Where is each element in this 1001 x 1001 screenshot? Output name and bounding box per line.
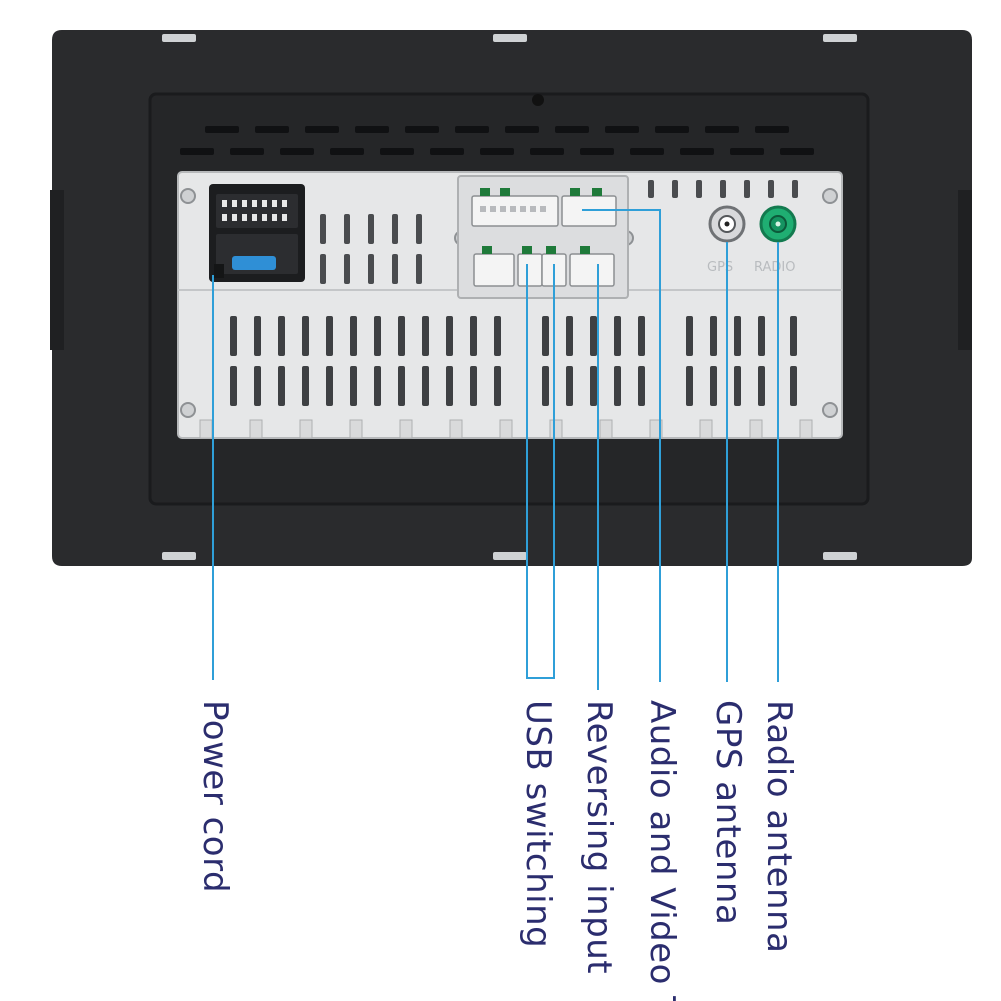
connector-block [457,175,629,299]
callout-label-audio-video: Audio and Video T [642,700,682,1001]
frame-clip [493,552,527,560]
callout-line-usb-switching [526,264,555,679]
gps-port-text: GPS [707,260,733,275]
callout-line-audio-video [582,209,661,682]
fuse [232,256,276,270]
callout-lines [212,209,779,690]
upper-vent-slots [320,180,798,284]
frame-clip [493,34,527,42]
frame-clip [823,552,857,560]
lower-vent-slots [230,316,797,406]
frame-side-tab [958,190,972,350]
top-vent-slots [180,126,814,155]
radio-port-text: RADIO [754,260,795,275]
chassis-bottom-tabs [199,419,813,439]
radio-antenna-jack [759,205,797,243]
usb-connector-2 [517,253,543,287]
callout-label-radio-antenna: Radio antenna [759,700,799,954]
reversing-connector [569,253,615,287]
callout-label-gps-antenna: GPS antenna [708,700,748,926]
frame-clip [823,34,857,42]
callout-label-power-cord: Power cord [195,700,235,894]
callout-label-usb-switching: USB switching [518,700,558,949]
power-connector [209,184,305,282]
frame-clip [162,552,196,560]
frame-clip [162,34,196,42]
bezel-screw-hole [532,94,544,106]
frame-side-tab [50,190,64,350]
callout-label-reversing-input: Reversing input [579,700,619,975]
gps-antenna-jack [708,205,746,243]
usb-connector-1 [473,253,515,287]
